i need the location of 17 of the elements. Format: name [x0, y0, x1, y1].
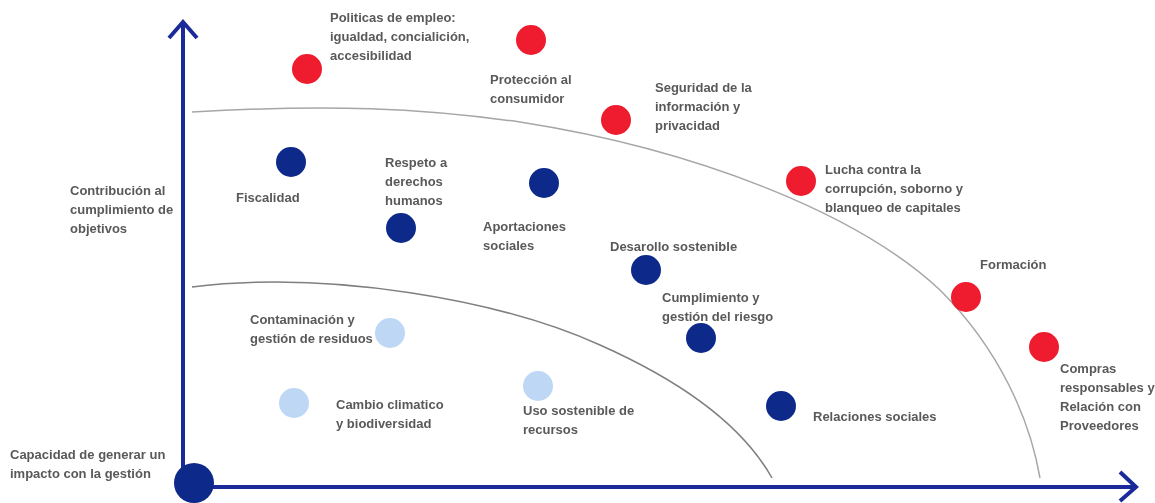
point-label: Contaminación y gestión de residuos [250, 311, 374, 348]
point-label: Seguridad de la información y privacidad [655, 79, 753, 135]
point-label: Cumplimiento y gestión del riesgo [662, 289, 775, 326]
axis-title: Contribución al cumplimiento de objetivos [70, 182, 175, 238]
point-label: Desarollo sostenible [610, 238, 739, 256]
point-label: Politicas de empleo: igualdad, concialición, accesibilidad [330, 9, 471, 65]
point-label: Aportaciones sociales [483, 218, 568, 255]
point-label: Compras responsables y Relación con Proveedores [1060, 360, 1155, 435]
point-label: Fiscalidad [236, 189, 301, 207]
point-label: Respeto a derechos humanos [385, 154, 449, 210]
point-label: Cambio climatico y biodiversidad [336, 396, 445, 433]
point-label: Uso sostenible de recursos [523, 402, 636, 439]
axis-title: Capacidad de generar un impacto con la gestión [10, 446, 167, 483]
point-label: Relaciones sociales [813, 408, 938, 426]
point-label: Protección al consumidor [490, 71, 573, 108]
point-label: Formación [980, 256, 1048, 274]
point-label: Lucha contra la corrupción, soborno y blanqueo de capitales [825, 161, 964, 217]
